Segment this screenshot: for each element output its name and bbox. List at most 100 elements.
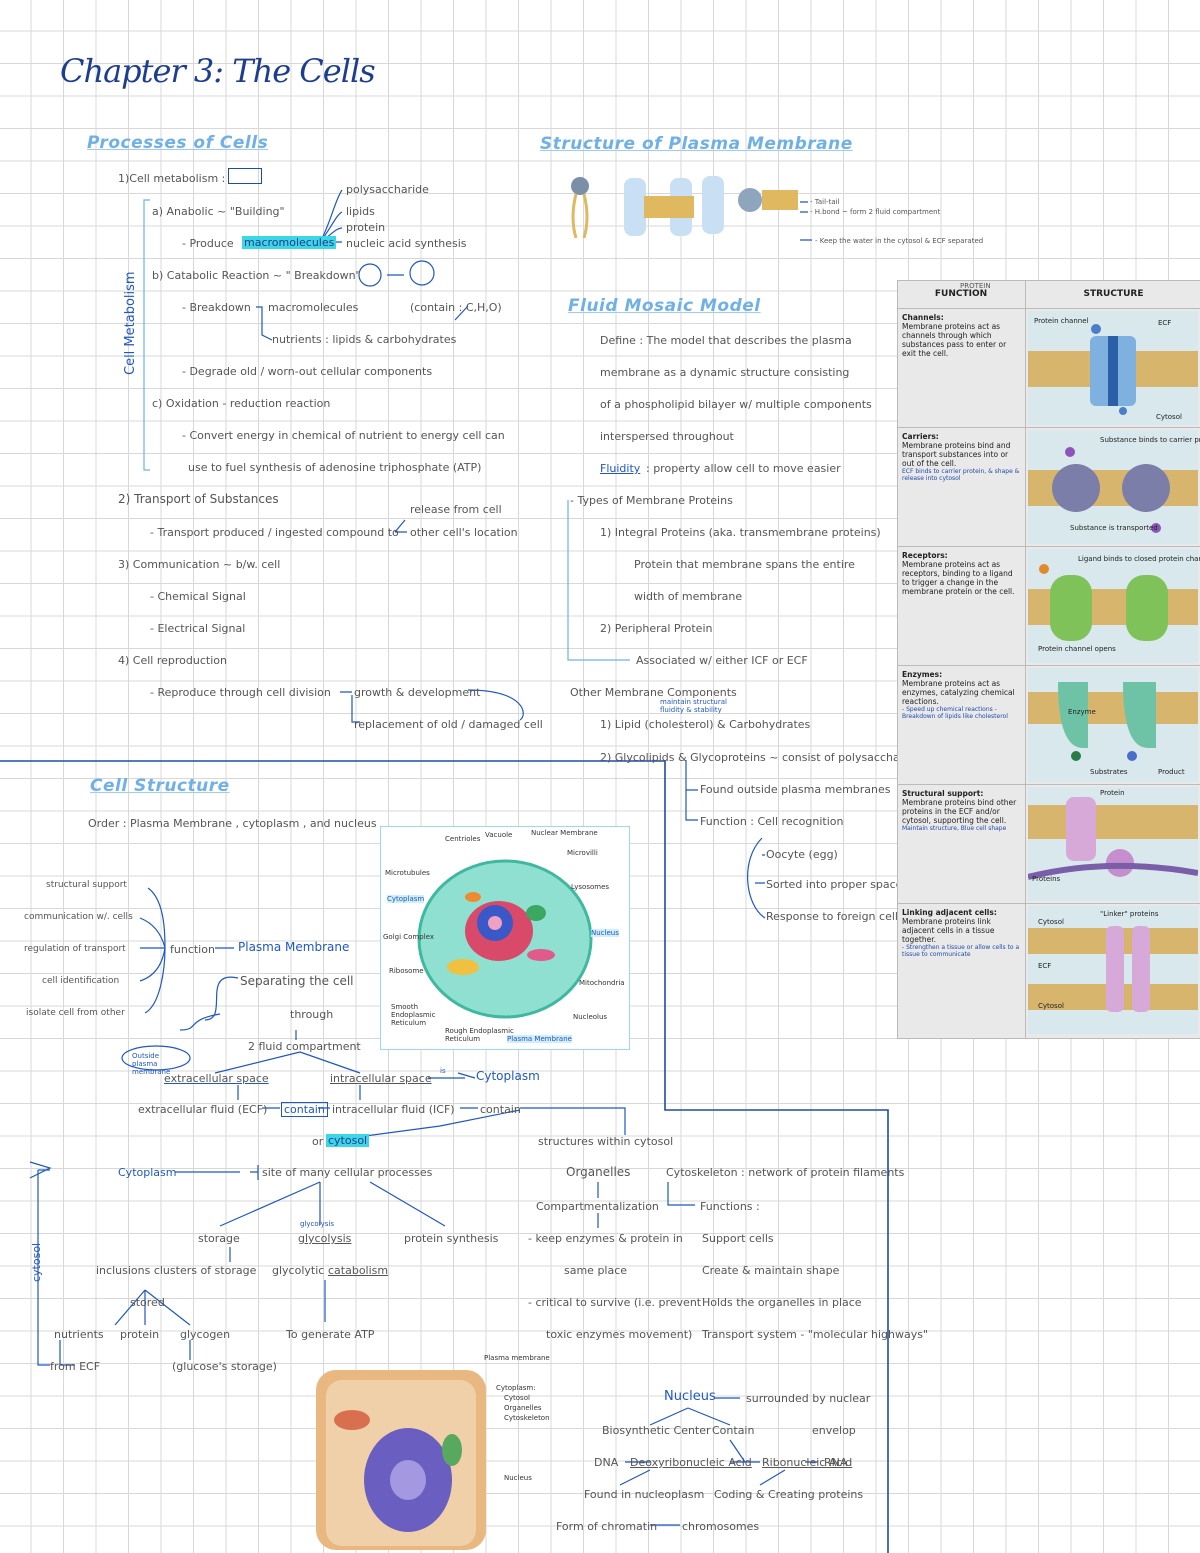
membrane-note3: - Keep the water in the cytosol & ECF se… (815, 237, 984, 245)
organelles-label: Organelles (566, 1165, 631, 1179)
nucleus-contain-label: Contain (712, 1424, 755, 1437)
anabolic-label: a) Anabolic ~ "Building" (152, 205, 285, 218)
page-title: Chapter 3: The Cells (60, 52, 376, 90)
communication-label: 3) Communication ~ b/w. cell (118, 558, 281, 571)
rna-label: RNA (824, 1456, 848, 1469)
poly-label: polysaccharide (346, 183, 429, 196)
inclusions-label: inclusions clusters of storage (96, 1264, 257, 1277)
carrier-diagram: Substance binds to carrier protein Subst… (1028, 430, 1200, 544)
cytoplasm-label: Cytoplasm (476, 1069, 540, 1083)
functions-label: Functions : (700, 1200, 760, 1213)
outside-note: Outside plasma membrane (132, 1052, 171, 1076)
envelop-label: envelop (812, 1424, 856, 1437)
lipids-label: lipids (346, 205, 375, 218)
structure-heading: Cell Structure (90, 776, 230, 796)
ribo-label: Ribonucleic Acid (762, 1456, 853, 1469)
catabolism-label: catabolism (328, 1264, 389, 1277)
plasma-membrane-label: Plasma Membrane (238, 940, 350, 954)
membrane-diagram-image (562, 168, 802, 248)
transport-label: 2) Transport of Substances (118, 492, 279, 506)
site-label: site of many cellular processes (262, 1166, 433, 1179)
critical-label: - critical to survive (i.e. prevent (528, 1296, 702, 1309)
stored-label: stored (130, 1296, 165, 1309)
sorted-label: Sorted into proper space (766, 878, 903, 891)
use-label: use to fuel synthesis of adenosine triph… (188, 461, 482, 474)
toxic-label: toxic enzymes movement) (546, 1328, 693, 1341)
two-fluid-label: 2 fluid compartment (248, 1040, 361, 1053)
convert-label: - Convert energy in chemical of nutrient… (182, 429, 505, 442)
create-shape-label: Create & maintain shape (702, 1264, 840, 1277)
through-label: through (290, 1008, 334, 1021)
oxidation-label: c) Oxidation - reduction reaction (152, 397, 331, 410)
macromolecules-highlight: macromolecules (242, 236, 337, 249)
intracellular-label: intracellular space (330, 1072, 432, 1085)
replacement-label: replacement of old / damaged cell (354, 718, 543, 731)
isolate-label: isolate cell from other (26, 1008, 125, 1018)
glucose-label: (glucose's storage) (172, 1360, 277, 1373)
enzyme-diagram: Enzyme Substrates Product (1028, 668, 1198, 782)
produce-label: - Produce (182, 237, 234, 250)
contain-box: contain (281, 1102, 328, 1117)
keep-label: - keep enzymes & protein in (528, 1232, 683, 1245)
membrane-note1: - Tail-tail (810, 198, 840, 206)
function-label: function (170, 943, 215, 956)
deoxy-label: Deoxyribonucleic Acid (630, 1456, 752, 1469)
linking-diagram: "Linker" proteins Cytosol ECF Cytosol (1028, 906, 1198, 1034)
release-label: release from cell (410, 503, 502, 516)
nucleus-label: Nucleus (664, 1389, 716, 1404)
order-label: Order : Plasma Membrane , cytoplasm , an… (88, 817, 377, 830)
processes-heading: Processes of Cells (87, 133, 269, 153)
extracellular-label: extracellular space (164, 1072, 269, 1085)
table-row: Linking adjacent cells:Membrane proteins… (898, 903, 1200, 1038)
or-label: or (312, 1135, 324, 1148)
transport-sub-label: - Transport produced / ingested compound… (150, 526, 399, 539)
protein-synthesis-label: protein synthesis (404, 1232, 499, 1245)
receptor-diagram: Ligand binds to closed protein channel. … (1028, 549, 1200, 663)
chemical-label: - Chemical Signal (150, 590, 246, 603)
communication-cells-label: communication w/. cells (24, 912, 133, 922)
ecf-label: extracellular fluid (ECF) (138, 1103, 268, 1116)
transport-system-label: Transport system - "molecular highways" (702, 1328, 929, 1341)
table-row: Carriers:Membrane proteins bind and tran… (898, 427, 1200, 547)
protein-store-label: protein (120, 1328, 160, 1341)
cytoskeleton-label: Cytoskeleton : network of protein filame… (666, 1166, 905, 1179)
table-top-note: PROTEIN (960, 282, 991, 290)
nutrients-label: nutrients : lipids & carbohydrates (272, 333, 457, 346)
lipid-note1: maintain structural (660, 698, 727, 706)
biosynthetic-label: Biosynthetic Center (602, 1424, 711, 1437)
cell-cross-section-figure: Plasma membrane Cytoplasm: Cytosol Organ… (312, 1350, 552, 1550)
electrical-label: - Electrical Signal (150, 622, 246, 635)
chromatin-label: Form of chromatin (556, 1520, 658, 1533)
glycolysis-label: glycolysis (298, 1232, 352, 1245)
table-row: Enzymes:Membrane proteins act as enzymes… (898, 665, 1200, 785)
contain2-label: contain (480, 1103, 521, 1116)
integral-label: 1) Integral Proteins (aka. transmembrane… (600, 526, 881, 539)
metabolism-label: 1)Cell metabolism : (118, 172, 226, 185)
regulation-label: regulation of transport (24, 944, 126, 954)
reproduce-label: - Reproduce through cell division (150, 686, 331, 699)
breakdown-label: - Breakdown (182, 301, 251, 314)
dna-label: DNA (594, 1456, 619, 1469)
protein-label: protein (346, 221, 386, 234)
peripheral-def: Associated w/ either ICF or ECF (636, 654, 808, 667)
found-nucleoplasm-label: Found in nucleoplasm (584, 1488, 705, 1501)
fluidity-def: : property allow cell to move easier (646, 462, 841, 475)
structures-within-label: structures within cytosol (538, 1135, 674, 1148)
other-components-label: Other Membrane Components (570, 686, 737, 699)
structural-support-label: structural support (46, 880, 127, 890)
channel-diagram: Protein channel ECF Cytosol (1028, 311, 1198, 425)
structural-diagram: Protein Proteins (1027, 787, 1199, 901)
fluid-heading: Fluid Mosaic Model (568, 296, 761, 316)
animal-cell-figure: Centrioles Vacuole Nuclear Membrane Micr… (380, 826, 630, 1050)
glyco-label: 2) Glycolipids & Glycoproteins ~ consist… (600, 751, 927, 764)
contain-label: (contain : C,H,O) (410, 301, 502, 314)
oocyte-label: Oocyte (egg) (766, 848, 838, 861)
same-place-label: same place (564, 1264, 628, 1277)
fluid-line3: of a phospholipid bilayer w/ multiple co… (600, 398, 872, 411)
glycogen-label: glycogen (180, 1328, 231, 1341)
generate-atp-label: To generate ATP (286, 1328, 375, 1341)
peripheral-label: 2) Peripheral Protein (600, 622, 713, 635)
fluidity-label: Fluidity (600, 462, 641, 475)
separating-label: Separating the cell (240, 974, 354, 988)
metabolism-side-label: Cell Metabolism (123, 271, 138, 375)
